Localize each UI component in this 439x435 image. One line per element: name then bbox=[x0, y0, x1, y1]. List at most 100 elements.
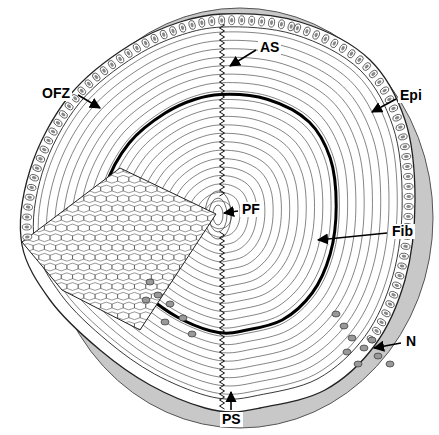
epithelial-cell bbox=[404, 213, 413, 219]
part-label: PS bbox=[220, 412, 243, 427]
posterior-suture bbox=[220, 232, 225, 409]
fiber-hexagon bbox=[180, 224, 191, 232]
fiber-hexagon bbox=[157, 224, 168, 232]
fiber-hexagon bbox=[157, 263, 168, 271]
epithelial-cell bbox=[99, 65, 109, 76]
fiber-hexagon bbox=[61, 214, 72, 222]
fiber-hexagon bbox=[50, 156, 61, 164]
fiber-hexagon bbox=[101, 263, 112, 271]
fiber-hexagon bbox=[78, 283, 89, 291]
fiber-hexagon bbox=[140, 331, 151, 339]
epithelial-cell bbox=[132, 43, 142, 54]
fiber-hexagon bbox=[157, 146, 168, 154]
fiber-hexagon bbox=[151, 331, 162, 339]
fiber-hexagon bbox=[22, 146, 33, 154]
fiber-hexagon bbox=[208, 253, 219, 261]
epithelial-cell bbox=[403, 163, 412, 170]
fiber-hexagon bbox=[101, 224, 112, 232]
fiber-hexagon bbox=[196, 331, 207, 339]
fiber-hexagon bbox=[118, 273, 129, 281]
fiber-hexagon bbox=[56, 166, 67, 174]
epithelial-cell bbox=[404, 193, 413, 199]
fiber-hexagon bbox=[134, 302, 145, 310]
fiber-hexagon bbox=[118, 175, 129, 183]
fiber-hexagon bbox=[134, 205, 145, 213]
fiber-hexagon bbox=[134, 185, 145, 193]
epithelial-cell bbox=[368, 69, 379, 79]
fiber-hexagon bbox=[95, 234, 106, 242]
fiber-hexagon bbox=[11, 244, 22, 252]
fiber-hexagon bbox=[174, 214, 185, 222]
fiber-hexagon bbox=[134, 146, 145, 154]
fiber-hexagon bbox=[106, 195, 117, 203]
epithelial-cell bbox=[303, 26, 312, 37]
fiber-hexagon bbox=[185, 214, 196, 222]
fiber-nucleus bbox=[343, 349, 351, 355]
fiber-hexagon bbox=[5, 292, 16, 300]
epithelial-cell bbox=[198, 18, 206, 28]
fiber-hexagon bbox=[123, 224, 134, 232]
fiber-hexagon bbox=[168, 224, 179, 232]
leader-arrow bbox=[224, 211, 238, 213]
fiber-hexagon bbox=[196, 195, 207, 203]
epithelial-cell bbox=[395, 123, 405, 131]
fiber-hexagon bbox=[225, 322, 236, 330]
fiber-hexagon bbox=[118, 331, 129, 339]
epithelial-cell bbox=[400, 143, 410, 150]
leader-arrow bbox=[372, 99, 396, 112]
fiber-hexagon bbox=[50, 253, 61, 261]
fiber-hexagon bbox=[202, 244, 213, 252]
fiber-hexagon bbox=[22, 224, 33, 232]
fiber-hexagon bbox=[225, 263, 236, 271]
fiber-hexagon bbox=[151, 195, 162, 203]
fiber-hexagon bbox=[61, 156, 72, 164]
fiber-hexagon bbox=[84, 175, 95, 183]
epithelial-cell bbox=[398, 133, 408, 141]
fiber-hexagon bbox=[168, 146, 179, 154]
fiber-hexagon bbox=[219, 195, 230, 203]
fiber-hexagon bbox=[163, 214, 174, 222]
fiber-hexagon bbox=[196, 292, 207, 300]
epithelial-cell bbox=[374, 77, 385, 87]
fiber-hexagon bbox=[56, 322, 67, 330]
fiber-hexagon bbox=[112, 205, 123, 213]
fiber-hexagon bbox=[168, 244, 179, 252]
fiber-hexagon bbox=[78, 166, 89, 174]
fiber-hexagon bbox=[89, 283, 100, 291]
fiber-hexagon bbox=[134, 224, 145, 232]
fiber-hexagon bbox=[163, 273, 174, 281]
fiber-hexagon bbox=[84, 195, 95, 203]
fiber-hexagon bbox=[44, 224, 55, 232]
fiber-nucleus bbox=[374, 353, 382, 359]
fiber-hexagon bbox=[208, 331, 219, 339]
fiber-hexagon bbox=[73, 273, 84, 281]
fiber-hexagon bbox=[50, 292, 61, 300]
fiber-hexagon bbox=[0, 263, 11, 271]
leader-arrow bbox=[230, 392, 232, 410]
fiber-hexagon bbox=[101, 244, 112, 252]
fiber-hexagon bbox=[67, 283, 78, 291]
fiber-hexagon bbox=[16, 273, 27, 281]
fiber-hexagon bbox=[202, 146, 213, 154]
fiber-hexagon bbox=[202, 263, 213, 271]
fiber-hexagon bbox=[134, 166, 145, 174]
epithelial-cell bbox=[399, 252, 409, 260]
leader-arrow bbox=[230, 50, 256, 66]
fiber-hexagon bbox=[67, 205, 78, 213]
fiber-hexagon bbox=[16, 331, 27, 339]
fiber-hexagon bbox=[134, 263, 145, 271]
fiber-hexagon bbox=[50, 331, 61, 339]
epithelial-cell bbox=[361, 61, 372, 72]
epithelial-cell bbox=[248, 16, 255, 25]
fiber-hexagon bbox=[146, 146, 157, 154]
epithelial-cell bbox=[27, 183, 37, 191]
fiber-hexagon bbox=[174, 156, 185, 164]
fiber-layer bbox=[163, 159, 273, 271]
fiber-hexagon bbox=[33, 224, 44, 232]
fiber-hexagon bbox=[22, 302, 33, 310]
fiber-hexagon bbox=[151, 175, 162, 183]
fiber-hexagon bbox=[146, 263, 157, 271]
fiber-hexagon bbox=[89, 322, 100, 330]
fiber-hexagon bbox=[50, 273, 61, 281]
